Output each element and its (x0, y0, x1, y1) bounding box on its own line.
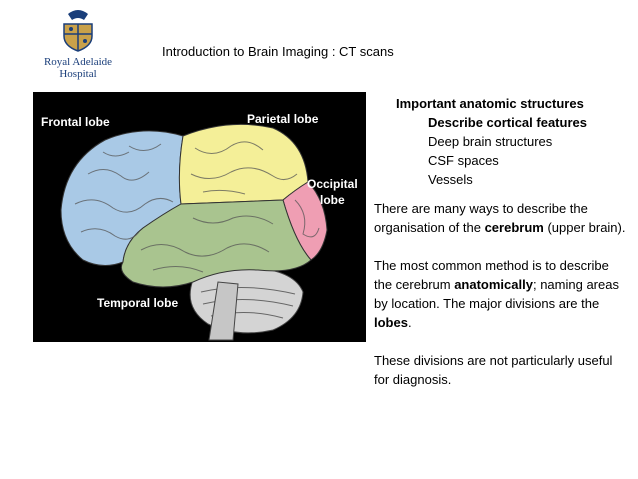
parietal-lobe-shape (178, 123, 309, 205)
hospital-crest-icon (63, 10, 93, 52)
slide-title: Introduction to Brain Imaging : CT scans (162, 44, 394, 59)
temporal-lobe-shape (120, 199, 312, 288)
emphasis-lobes: lobes (374, 315, 408, 330)
label-occipital-line1: Occipital (307, 177, 358, 191)
paragraph-cerebrum: There are many ways to describe the orga… (374, 199, 630, 237)
label-parietal-lobe: Parietal lobe (247, 112, 319, 126)
label-occipital-lobe: Occipital lobe (307, 176, 358, 208)
brain-illustration (60, 123, 328, 341)
sub-bullet: Deep brain structures (360, 132, 630, 151)
label-occipital-line2: lobe (320, 193, 345, 207)
paragraph-diagnosis: These divisions are not particularly use… (374, 353, 613, 387)
cerebellum-shape (189, 267, 304, 334)
text-panel: Important anatomic structures Describe c… (360, 94, 630, 389)
label-frontal-lobe: Frontal lobe (41, 115, 110, 129)
bullet-important-structures: Important anatomic structures (360, 94, 630, 113)
brainstem-shape (208, 281, 239, 341)
paragraph-method: The most common method is to describe th… (374, 256, 630, 332)
sub-bullet: CSF spaces (360, 151, 630, 170)
paragraph-text: . (407, 315, 412, 330)
bullet-list: Important anatomic structures Describe c… (360, 94, 630, 189)
emphasis-cerebrum: cerebrum (484, 220, 544, 235)
brain-lobes-figure: Frontal lobe Parietal lobe Occipital lob… (33, 92, 366, 342)
paragraph-text: (upper brain). (543, 220, 626, 235)
paragraph-text: There are many ways to describe the orga… (374, 201, 588, 235)
sub-bullet: Vessels (360, 170, 630, 189)
logo-text-line2: Hospital (59, 68, 97, 80)
label-temporal-lobe: Temporal lobe (97, 296, 179, 310)
gyri-lines (74, 141, 320, 273)
emphasis-anatomically: anatomically (454, 277, 533, 292)
sub-bullet: Describe cortical features (360, 113, 630, 132)
paragraph-text: ; naming areas by location. The major di… (374, 277, 619, 311)
hospital-logo: Royal Adelaide Hospital (32, 8, 124, 88)
paragraph-text: The most common method is to describe th… (374, 258, 609, 292)
logo-text-line1: Royal Adelaide (43, 56, 113, 68)
